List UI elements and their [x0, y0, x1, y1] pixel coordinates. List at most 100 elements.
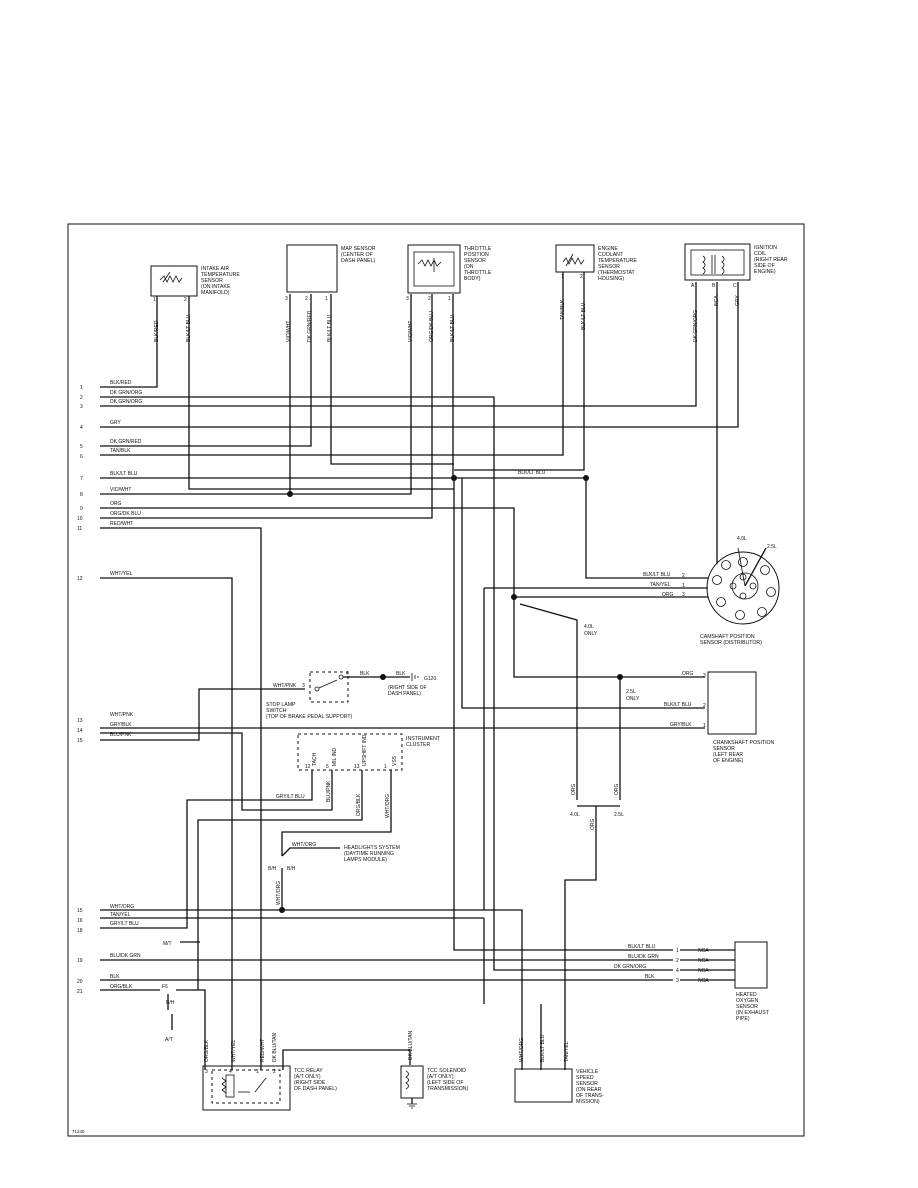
diagram-frame — [67, 223, 805, 1137]
wire-label: VIO/WHT — [110, 487, 131, 493]
wire-label: VSS — [392, 755, 398, 766]
figure-id: 71240 — [72, 1129, 85, 1134]
svg-text:3: 3 — [406, 296, 409, 302]
wire-label: NCA — [698, 958, 709, 964]
wire-label: GRY/BLK — [670, 722, 692, 728]
svg-text:5: 5 — [80, 444, 83, 450]
wire-label: GRY/LT BLU — [276, 794, 305, 800]
wire-label: BLK — [396, 671, 406, 677]
wire-label: ORG — [590, 819, 596, 831]
wire-label: 2 — [682, 573, 685, 579]
wire-label: 3 — [302, 683, 305, 689]
wire-label: UPSHIFT IND — [362, 734, 368, 766]
wire-label: WHT/ORG — [519, 1038, 525, 1062]
wire-label: 4 — [346, 671, 349, 677]
wires — [100, 272, 739, 1070]
svg-text:15: 15 — [77, 908, 83, 914]
svg-text:1: 1 — [153, 297, 156, 303]
svg-text:B: B — [712, 283, 716, 289]
wire-label: 2 — [676, 958, 679, 964]
svg-text:13: 13 — [77, 718, 83, 724]
svg-text:3: 3 — [80, 404, 83, 410]
wire-label: 2 — [273, 1069, 276, 1075]
wire-label: ORG/BLK — [356, 793, 362, 816]
wire-label: RED/WHT — [110, 521, 133, 527]
svg-text:15: 15 — [77, 738, 83, 744]
svg-text:2: 2 — [305, 296, 308, 302]
svg-text:1: 1 — [325, 296, 328, 302]
wire-label: BLK/LT BLU — [540, 1034, 546, 1062]
wire-label: G120 — [424, 676, 436, 682]
svg-text:C: C — [733, 283, 737, 289]
wire-label: DK BLU/TAN — [408, 1031, 414, 1060]
wire-label: WHT/YEL — [110, 571, 132, 577]
svg-text:2: 2 — [80, 395, 83, 401]
wire-label: 5 — [326, 764, 329, 770]
wire-label: MIL IND — [332, 747, 338, 766]
wire-label: BLK/LT BLU — [643, 572, 671, 578]
svg-text:12: 12 — [77, 576, 83, 582]
splice-dots — [279, 475, 623, 913]
wire-label: BLU/PNK — [110, 732, 132, 738]
svg-text:21: 21 — [77, 989, 83, 995]
wire-label: B/H — [166, 1000, 175, 1006]
headlights-system: WHT/ORG HEADLIGHTS SYSTEM(DAYTIME RUNNIN… — [268, 842, 400, 905]
wire-label: DK GRN/ORG — [110, 390, 142, 396]
wire-label: 1 — [256, 1069, 259, 1075]
wire-label: TACH — [312, 752, 318, 766]
svg-text:3: 3 — [285, 296, 288, 302]
wire-label: RED/WHT — [260, 1039, 266, 1062]
svg-text:18: 18 — [77, 928, 83, 934]
svg-text:1: 1 — [448, 296, 451, 302]
wire-label: DK BLU/TAN — [272, 1033, 278, 1062]
svg-text:9: 9 — [80, 506, 83, 512]
wire-label: NCA — [698, 978, 709, 984]
wire-label: 3 — [676, 978, 679, 984]
wire-label: ORG — [614, 784, 620, 796]
wire-label: 4 — [676, 968, 679, 974]
svg-text:6: 6 — [80, 454, 83, 460]
wire-label: M/T — [163, 941, 172, 947]
wire-label: VIO/WHT — [286, 321, 292, 342]
wire-label: 2.5L — [767, 544, 777, 550]
wire-label: TAN/BLK — [110, 448, 131, 454]
wire-label: 13 — [354, 764, 360, 770]
wire-label: BLK — [645, 974, 655, 980]
wire-label: GRY/LT BLU — [110, 921, 139, 927]
wire-label: 3 — [682, 592, 685, 598]
wire-label: 4 — [229, 1069, 232, 1075]
wire-label: GRY/BLK — [110, 722, 132, 728]
tcc-relay: ORG/BLK WHT/YEL RED/WHT DK BLU/TAN 3 4 1… — [202, 1033, 337, 1111]
wire-label: 1 — [703, 723, 706, 729]
wire-label: WHT/YEL — [231, 1040, 237, 1062]
wire-label: ORG/BLK — [204, 1039, 210, 1062]
wire-label: ORG/DK BLU — [110, 511, 141, 517]
wire-label: 1 — [676, 948, 679, 954]
wire-label: DK GRN/ORG — [110, 399, 142, 405]
wire-label: BLK/LT BLU — [110, 471, 138, 477]
wire-label: BLK — [110, 974, 120, 980]
wire-label: BLK — [360, 671, 370, 677]
svg-text:16: 16 — [77, 918, 83, 924]
svg-text:19: 19 — [77, 958, 83, 964]
wire-label: ORG — [110, 501, 122, 507]
svg-text:20: 20 — [77, 979, 83, 985]
junction-label: BLK/LT BLU — [518, 470, 546, 476]
transmission-notes: M/T A/T F6 B/H — [162, 941, 175, 1043]
wire-label: 3 — [703, 673, 706, 679]
wire-label: BLU/DK GRN — [110, 953, 141, 959]
